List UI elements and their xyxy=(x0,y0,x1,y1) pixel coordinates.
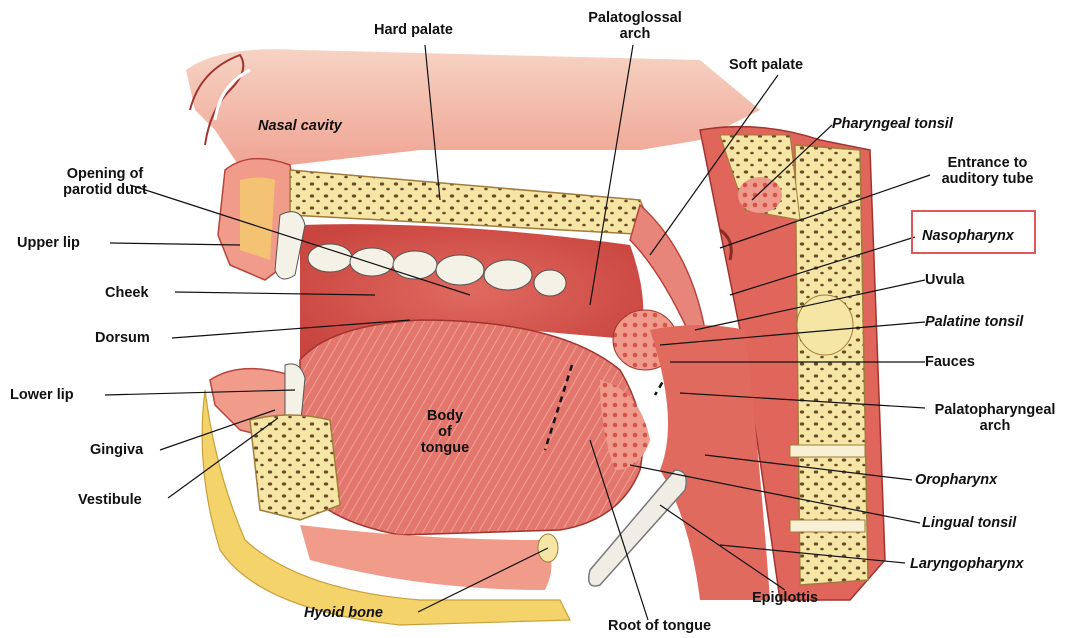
label-body-of-tongue: Body of tongue xyxy=(405,408,485,456)
label-cheek: Cheek xyxy=(105,285,149,301)
label-entrance-auditory-tube: Entrance to auditory tube xyxy=(925,155,1050,187)
label-laryngopharynx: Laryngopharynx xyxy=(910,556,1024,572)
label-oropharynx: Oropharynx xyxy=(915,472,997,488)
label-root-of-tongue: Root of tongue xyxy=(608,618,711,634)
label-fauces: Fauces xyxy=(925,354,975,370)
label-epiglottis: Epiglottis xyxy=(752,590,818,606)
label-uvula: Uvula xyxy=(925,272,965,288)
label-hyoid-bone: Hyoid bone xyxy=(304,605,383,621)
label-nasopharynx: Nasopharynx xyxy=(922,228,1014,244)
mandible xyxy=(250,415,340,520)
label-opening-parotid-duct: Opening of parotid duct xyxy=(40,166,170,198)
label-lower-lip: Lower lip xyxy=(10,387,74,403)
label-soft-palate: Soft palate xyxy=(729,57,803,73)
label-palatopharyngeal-arch: Palatopharyngeal arch xyxy=(915,402,1075,434)
label-gingiva: Gingiva xyxy=(90,442,143,458)
label-dorsum: Dorsum xyxy=(95,330,150,346)
label-palatine-tonsil: Palatine tonsil xyxy=(925,314,1023,330)
label-upper-lip: Upper lip xyxy=(17,235,80,251)
label-pharyngeal-tonsil: Pharyngeal tonsil xyxy=(832,116,953,132)
label-hard-palate: Hard palate xyxy=(374,22,453,38)
label-palatoglossal-arch: Palatoglossal arch xyxy=(575,10,695,42)
label-vestibule: Vestibule xyxy=(78,492,142,508)
vertebrae xyxy=(795,145,868,585)
pharyngeal-tonsil-shape xyxy=(738,177,782,213)
label-nasal-cavity: Nasal cavity xyxy=(258,118,342,134)
label-lingual-tonsil: Lingual tonsil xyxy=(922,515,1016,531)
